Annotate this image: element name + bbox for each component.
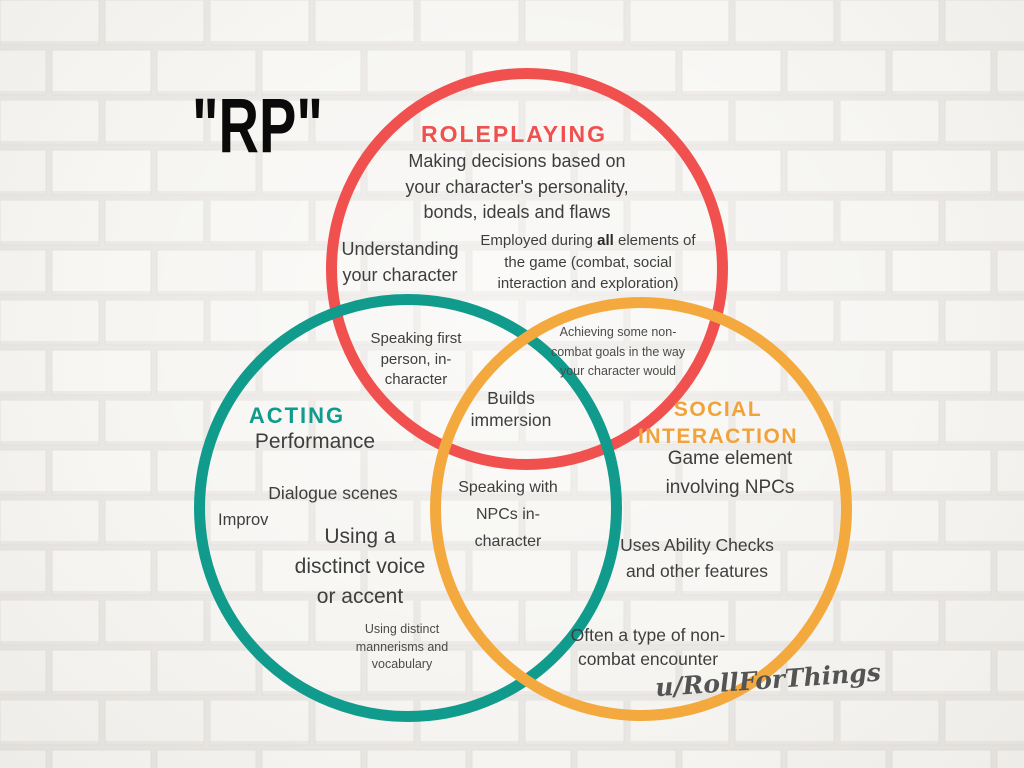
roleplaying-item-understanding: Understanding your character: [341, 239, 459, 285]
acting-item-dialogue-scenes: Dialogue scenes: [268, 483, 398, 503]
acting-item-performance: Performance: [254, 430, 376, 453]
roleplaying-heading: ROLEPLAYING: [420, 121, 607, 147]
social-item-noncombat-encounter: Often a type of non-combat encounter: [570, 625, 726, 669]
overlap-roleplaying-acting: Speaking first person, in-character: [370, 330, 462, 388]
social-item-ability-checks: Uses Ability Checks and other features: [620, 535, 774, 581]
acting-item-mannerisms: Using distinct mannerisms and vocabulary: [355, 622, 449, 671]
acting-item-distinct-voice: Using a disctinct voice or accent: [294, 525, 426, 608]
page-title: "RP": [192, 81, 323, 169]
acting-heading: ACTING: [248, 403, 346, 428]
employed-text-bold-all: all: [597, 232, 614, 249]
social-interaction-circle: [430, 297, 852, 721]
roleplaying-description: Making decisions based on your character…: [405, 151, 629, 222]
social-heading-line2: INTERACTION: [638, 425, 798, 448]
overlap-acting-social: Speaking with NPCs in-character: [458, 479, 558, 550]
social-item-game-element: Game element involving NPCs: [665, 448, 795, 498]
social-interaction-heading: SOCIAL INTERACTION: [628, 396, 808, 450]
acting-item-improv: Improv: [218, 511, 269, 529]
employed-text-post: elements of the game (combat, social int…: [497, 232, 696, 292]
overlap-roleplaying-social: Achieving some non-combat goals in the w…: [550, 325, 686, 378]
roleplaying-item-employed: Employed during all elements of the game…: [480, 230, 696, 295]
employed-text-pre: Employed during: [480, 232, 598, 249]
overlap-center: Builds immersion: [470, 388, 552, 430]
social-heading-line1: SOCIAL: [673, 398, 763, 421]
